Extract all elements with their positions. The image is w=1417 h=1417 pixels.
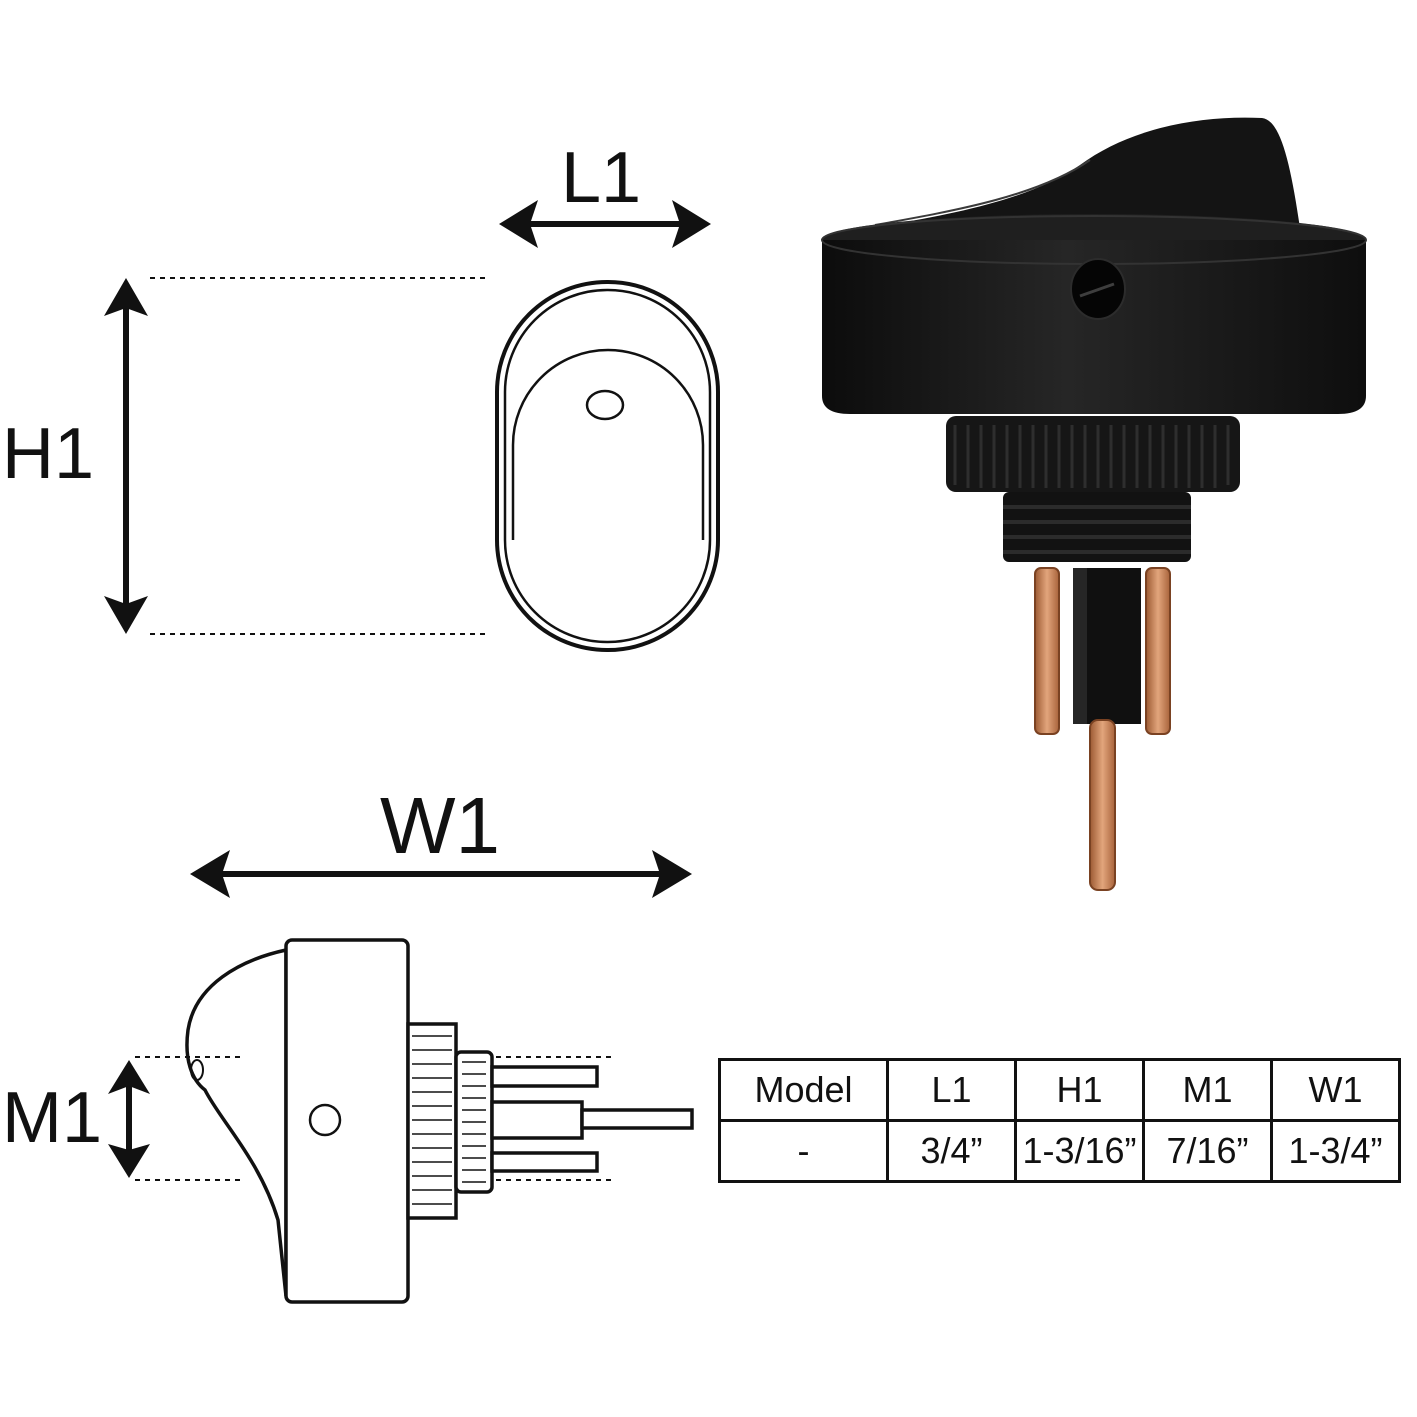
cell-h1: 1-3/16” <box>1014 1119 1145 1183</box>
left-terminal <box>1034 567 1060 735</box>
side-lamp-icon <box>308 1103 342 1137</box>
w1-dimension-arrow <box>190 850 692 898</box>
header-w1: W1 <box>1270 1058 1401 1122</box>
indicator-lamp-icon <box>585 389 625 421</box>
table-header-row: Model L1 H1 M1 W1 <box>718 1058 1401 1122</box>
cell-l1: 3/4” <box>886 1119 1017 1183</box>
header-l1: L1 <box>886 1058 1017 1122</box>
h1-label: H1 <box>2 414 94 494</box>
header-model: Model <box>718 1058 889 1122</box>
right-terminal <box>1145 567 1171 735</box>
cell-model: - <box>718 1119 889 1183</box>
m1-label: M1 <box>2 1078 102 1158</box>
l1-label: L1 <box>561 138 641 218</box>
rocker-switch-photo <box>821 117 1367 891</box>
table-row: - 3/4” 1-3/16” 7/16” 1-3/4” <box>718 1119 1401 1183</box>
cell-m1: 7/16” <box>1142 1119 1273 1183</box>
m1-dimension-arrow <box>108 1056 612 1181</box>
side-view-drawing <box>185 938 694 1304</box>
front-view-drawing <box>495 280 720 652</box>
header-h1: H1 <box>1014 1058 1145 1122</box>
w1-label: W1 <box>380 781 500 870</box>
spec-table: Model L1 H1 M1 W1 - 3/4” 1-3/16” 7/16” 1… <box>718 1058 1401 1183</box>
cell-w1: 1-3/4” <box>1270 1119 1401 1183</box>
header-m1: M1 <box>1142 1058 1273 1122</box>
center-terminal <box>1089 719 1116 891</box>
l1-dimension-arrow <box>499 200 711 248</box>
h1-dimension-arrow <box>104 277 485 635</box>
